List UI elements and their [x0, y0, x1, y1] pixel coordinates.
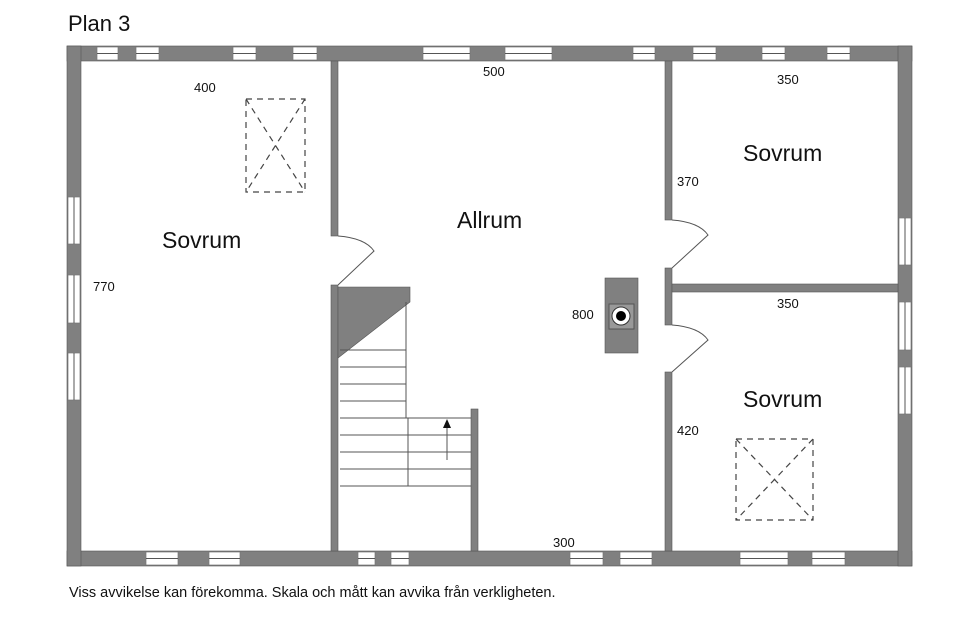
door-left-bedroom [337, 235, 375, 286]
dim-upper-right-width: 350 [777, 72, 799, 87]
chimney [604, 277, 639, 354]
room-label-lower-right-bedroom: Sovrum [743, 386, 822, 412]
stair-up-arrow-icon [443, 419, 451, 460]
plan-title: Plan 3 [68, 11, 130, 36]
dim-upper-right-depth: 370 [677, 174, 699, 189]
dim-lower-right-depth: 420 [677, 423, 699, 438]
dim-left-width: 400 [194, 80, 216, 95]
door-upper-bedroom [671, 219, 709, 269]
room-label-upper-right-bedroom: Sovrum [743, 140, 822, 166]
dim-living-bottom: 300 [553, 535, 575, 550]
dim-living-depth: 800 [572, 307, 594, 322]
windows [67, 46, 912, 566]
staircase [337, 286, 471, 487]
roof-hatch-right [735, 438, 814, 521]
interior-walls [330, 60, 899, 552]
roof-hatch-left [245, 98, 306, 193]
room-label-living-room: Allrum [457, 207, 522, 233]
dim-lower-right-width: 350 [777, 296, 799, 311]
dim-living-width: 500 [483, 64, 505, 79]
door-lower-bedroom [671, 324, 709, 373]
dim-left-depth: 770 [93, 279, 115, 294]
disclaimer-text: Viss avvikelse kan förekomma. Skala och … [69, 585, 556, 601]
doors [337, 219, 709, 373]
room-label-left-bedroom: Sovrum [162, 227, 241, 253]
